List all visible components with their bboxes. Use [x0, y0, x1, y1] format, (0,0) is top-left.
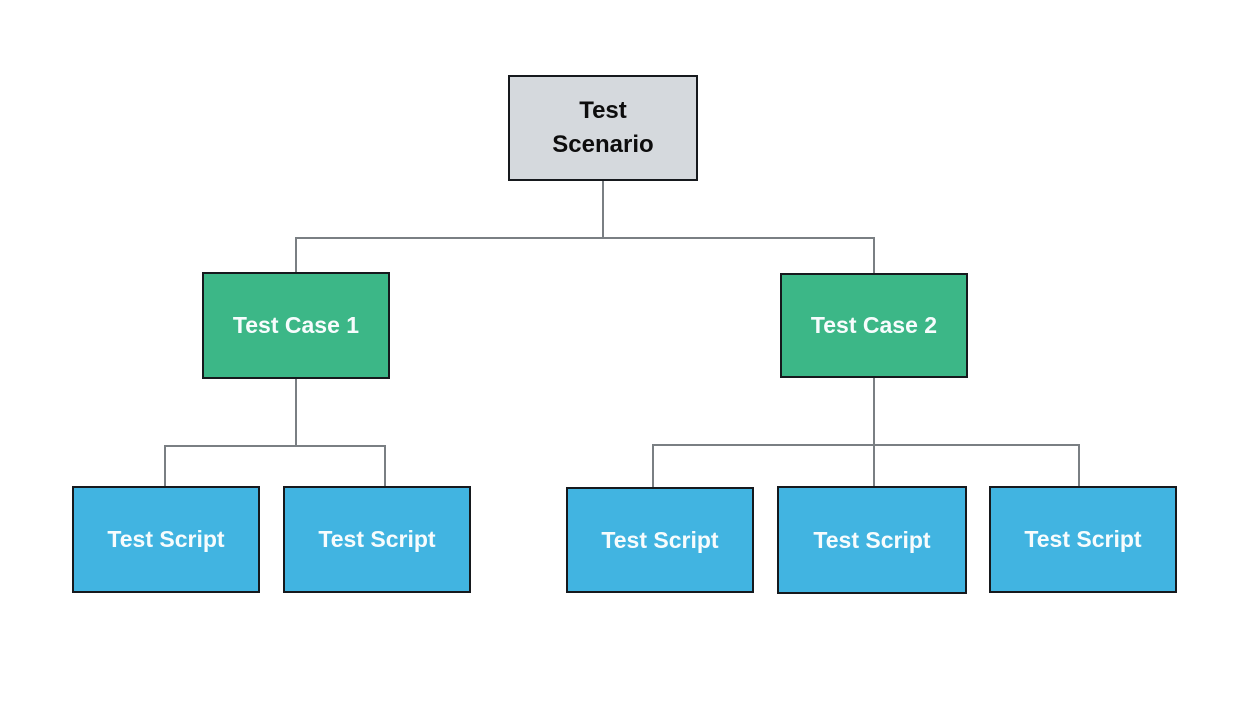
node-test-scenario: Test Scenario [508, 75, 698, 181]
node-test-script-1-label: Test Script [107, 526, 225, 552]
node-test-case-1-label: Test Case 1 [232, 312, 360, 338]
node-test-script-5: Test Script [989, 486, 1177, 593]
connector-case2-to-scripts [652, 378, 1080, 487]
node-test-script-3-label: Test Script [601, 526, 719, 553]
node-test-script-1: Test Script [72, 486, 260, 593]
node-test-scenario-label: Test Scenario [552, 97, 654, 158]
connector-scenario-to-cases [295, 181, 875, 273]
node-test-script-5-label: Test Script [1024, 526, 1142, 552]
node-test-script-3: Test Script [566, 487, 754, 593]
node-test-script-4: Test Script [777, 486, 967, 594]
node-test-case-2: Test Case 2 [780, 273, 968, 378]
node-test-case-2-label: Test Case 2 [810, 312, 938, 338]
connector-case1-to-scripts [164, 379, 386, 486]
node-test-script-4-label: Test Script [813, 526, 931, 553]
node-test-case-1: Test Case 1 [202, 272, 390, 379]
node-test-script-2-label: Test Script [318, 526, 436, 552]
node-test-script-2: Test Script [283, 486, 471, 593]
